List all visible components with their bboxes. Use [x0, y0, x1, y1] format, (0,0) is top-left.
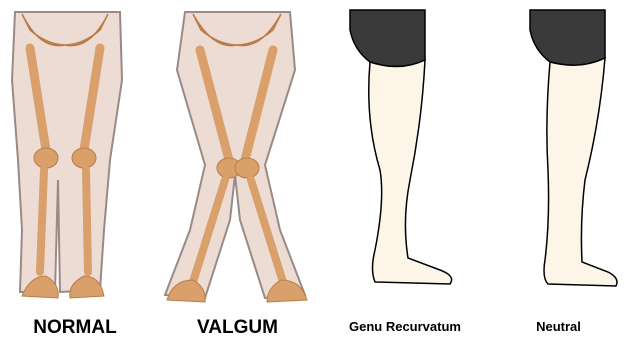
- valgum-skin-silhouette: [165, 12, 305, 298]
- neutral-shorts: [530, 10, 605, 65]
- neutral-leg: [544, 58, 617, 286]
- label-valgum: VALGUM: [155, 317, 320, 339]
- neutral-leg-illustration: [490, 0, 627, 343]
- normal-right-knee: [72, 148, 96, 168]
- label-neutral: Neutral: [490, 319, 627, 334]
- recurvatum-leg: [369, 60, 452, 284]
- label-normal: NORMAL: [0, 317, 150, 339]
- panel-neutral: Neutral: [490, 0, 627, 343]
- panel-valgum: VALGUM: [155, 0, 320, 343]
- panel-normal: NORMAL: [0, 0, 150, 343]
- genu-recurvatum-leg-illustration: [330, 0, 480, 343]
- recurvatum-shorts: [350, 10, 425, 67]
- label-genu-recurvatum: Genu Recurvatum: [330, 319, 480, 334]
- valgum-legs-illustration: [155, 0, 320, 343]
- valgum-right-knee: [235, 158, 259, 178]
- panel-genu-recurvatum: Genu Recurvatum: [330, 0, 480, 343]
- normal-left-knee: [34, 148, 58, 168]
- normal-legs-illustration: [0, 0, 150, 343]
- normal-right-tibia: [86, 170, 88, 272]
- normal-left-tibia: [40, 170, 44, 272]
